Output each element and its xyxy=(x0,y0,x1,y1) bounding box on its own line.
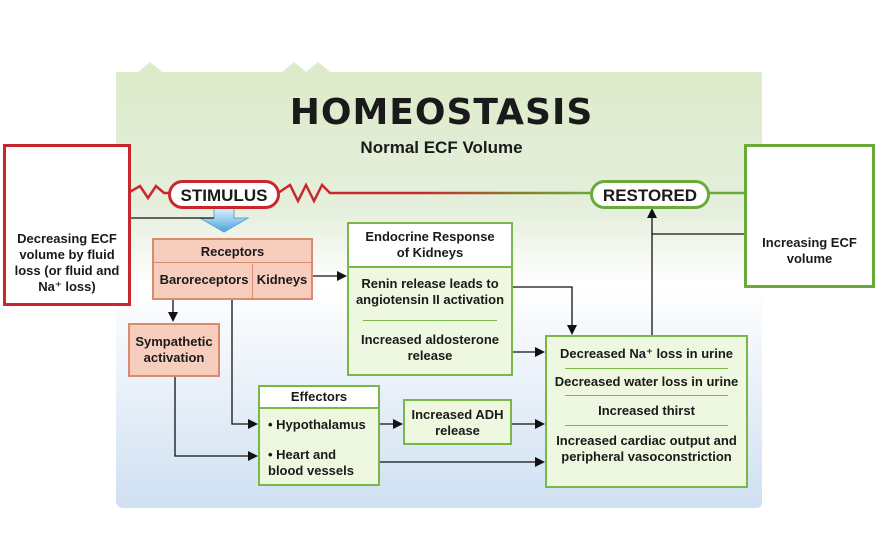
effectors-title-bar: Effectors xyxy=(260,387,378,409)
stimulus-label: STIMULUS xyxy=(168,180,280,209)
baroreceptors-label: Baroreceptors xyxy=(159,272,249,287)
result-water: Decreased water loss in urine xyxy=(554,374,739,389)
results-box: Decreased Na⁺ loss in urine Decreased wa… xyxy=(545,335,748,488)
hypothalamus-item: • Hypothalamus xyxy=(268,417,366,432)
result-thirst: Increased thirst xyxy=(598,403,695,418)
result-cardiac: Increased cardiac output and peripheral … xyxy=(556,433,737,464)
adh-release-box: Increased ADH release xyxy=(403,399,512,445)
renin-release-text: Renin release leads to angiotensin II ac… xyxy=(355,276,505,307)
feedback-line xyxy=(277,182,592,204)
page-subtitle: Normal ECF Volume xyxy=(360,138,523,157)
sympathetic-activation-box: Sympathetic activation xyxy=(128,323,220,377)
increasing-ecf-text: Increasing ECF volume xyxy=(762,235,857,266)
arrow-renin-to-results xyxy=(511,286,577,335)
effectors-box: Effectors • Hypothalamus • Heart and blo… xyxy=(258,385,380,486)
stimulus-line xyxy=(127,184,170,201)
decreasing-ecf-box: Decreasing ECF volume by fluid loss (or … xyxy=(3,144,131,306)
increasing-ecf-box: Increasing ECF volume xyxy=(744,144,875,288)
adh-release-text: Increased ADH release xyxy=(411,407,504,438)
arrow-sympathetic-to-heart xyxy=(174,377,258,461)
endocrine-response-box: Endocrine Response of Kidneys Renin rele… xyxy=(347,222,513,376)
effectors-title: Effectors xyxy=(290,389,348,404)
endocrine-title: Endocrine Response of Kidneys xyxy=(365,229,495,260)
receptors-title: Receptors xyxy=(200,244,265,259)
page-title: HOMEOSTASIS xyxy=(289,92,594,133)
result-sodium: Decreased Na⁺ loss in urine xyxy=(559,346,734,361)
heart-vessels-item: • Heart and blood vessels xyxy=(268,447,354,478)
restored-label: RESTORED xyxy=(590,180,710,209)
arrow-baroreceptors-to-hypothalamus xyxy=(231,298,258,429)
receptors-box: Receptors Baroreceptors Kidneys xyxy=(152,238,313,300)
aldosterone-release-text: Increased aldosterone release xyxy=(361,332,499,363)
kidneys-label: Kidneys xyxy=(256,272,308,287)
decreasing-ecf-text: Decreasing ECF volume by fluid loss (or … xyxy=(14,231,120,294)
sympathetic-activation-text: Sympathetic activation xyxy=(135,334,213,365)
endocrine-title-bar: Endocrine Response of Kidneys xyxy=(349,224,511,268)
